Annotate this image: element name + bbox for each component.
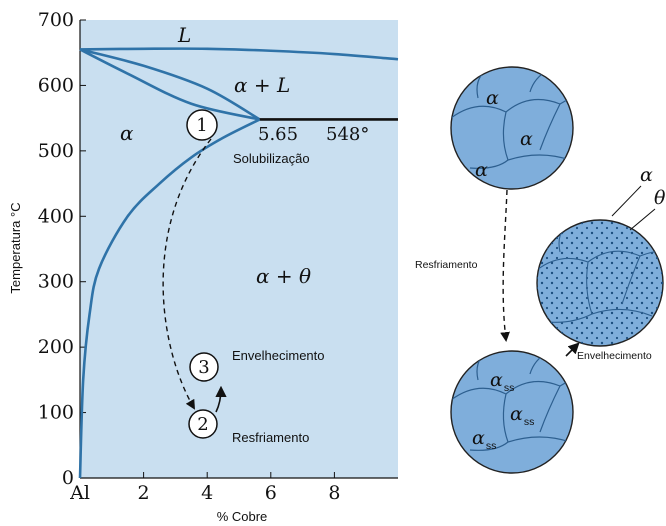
aging-arrow-label: Envelhecimento xyxy=(577,350,652,362)
y-tick-label: 500 xyxy=(38,140,74,162)
phase-label-liquid: L xyxy=(177,23,191,47)
phase-label-alpha-theta: α + θ xyxy=(256,264,311,288)
y-tick-label: 300 xyxy=(38,271,74,293)
step-1-label: Solubilização xyxy=(233,151,310,166)
aging-arrow xyxy=(215,385,227,413)
aging-micro-arrow xyxy=(565,342,580,357)
boundary-solidus xyxy=(79,48,260,121)
quench-arrow xyxy=(162,138,212,410)
phase-boundaries xyxy=(78,47,399,479)
step-3-label: Envelhecimento xyxy=(232,348,325,363)
grain-label: αss xyxy=(510,403,534,428)
step-2-number: 2 xyxy=(197,414,208,435)
step-2-marker: 2 xyxy=(188,409,218,439)
leader-line xyxy=(611,185,642,217)
x-axis-title: % Cobre xyxy=(217,509,268,524)
x-tick-label: 6 xyxy=(265,482,277,504)
boundary-liquidus_left xyxy=(79,48,261,121)
cooling-arrow xyxy=(500,189,510,342)
x-tick-label: Al xyxy=(69,482,90,504)
phase-label-alpha-liquid: α + L xyxy=(234,73,290,97)
grain-label: αss xyxy=(490,369,514,394)
phase-label-alpha: α xyxy=(120,121,134,145)
microstructure-right: α θ xyxy=(536,164,666,347)
eutectic-temperature-label: 548° xyxy=(326,124,369,145)
precipitate-dots xyxy=(537,220,663,346)
grain-label: α xyxy=(486,87,499,109)
microstructure-bottom: αss αss αss xyxy=(450,350,574,474)
y-tick-label: 400 xyxy=(38,205,74,227)
grain-boundaries xyxy=(537,223,663,323)
step-1-marker: 1 xyxy=(186,109,218,141)
boundary-liquidus_right xyxy=(79,47,399,61)
grain-label: αss xyxy=(472,427,496,452)
boundary-solvus xyxy=(78,118,261,479)
step-3-marker: 3 xyxy=(189,352,219,382)
phase-diagram: 0 100 200 300 400 500 600 700 Al 2 4 6 8 Temperatur… xyxy=(8,9,399,524)
y-tick-label: 0 xyxy=(62,467,74,489)
y-tick-label: 100 xyxy=(38,402,74,424)
microstructure-top: α α α xyxy=(450,66,574,190)
x-tick-label: 8 xyxy=(328,482,340,504)
y-axis-ticks: 0 100 200 300 400 500 600 700 xyxy=(38,9,86,489)
x-axis-ticks: Al 2 4 6 8 xyxy=(69,472,340,504)
x-tick-label: 4 xyxy=(201,482,213,504)
y-tick-label: 700 xyxy=(38,9,74,31)
phase-label-theta: θ xyxy=(654,187,666,209)
phase-label-alpha: α xyxy=(640,164,653,186)
leader-line xyxy=(629,208,656,231)
grain-label: α xyxy=(520,128,533,150)
step-3-number: 3 xyxy=(198,357,209,378)
y-tick-label: 200 xyxy=(38,336,74,358)
cooling-arrow-label: Resfriamento xyxy=(415,259,478,271)
x-tick-label: 2 xyxy=(138,482,150,504)
grain-label: α xyxy=(475,159,488,181)
step-1-number: 1 xyxy=(196,115,207,136)
step-2-label: Resfriamento xyxy=(232,430,309,445)
eutectic-composition-label: 5.65 xyxy=(258,124,298,145)
y-axis-title: Temperatura °C xyxy=(8,202,23,293)
plot-area xyxy=(80,20,398,478)
y-tick-label: 600 xyxy=(38,74,74,96)
